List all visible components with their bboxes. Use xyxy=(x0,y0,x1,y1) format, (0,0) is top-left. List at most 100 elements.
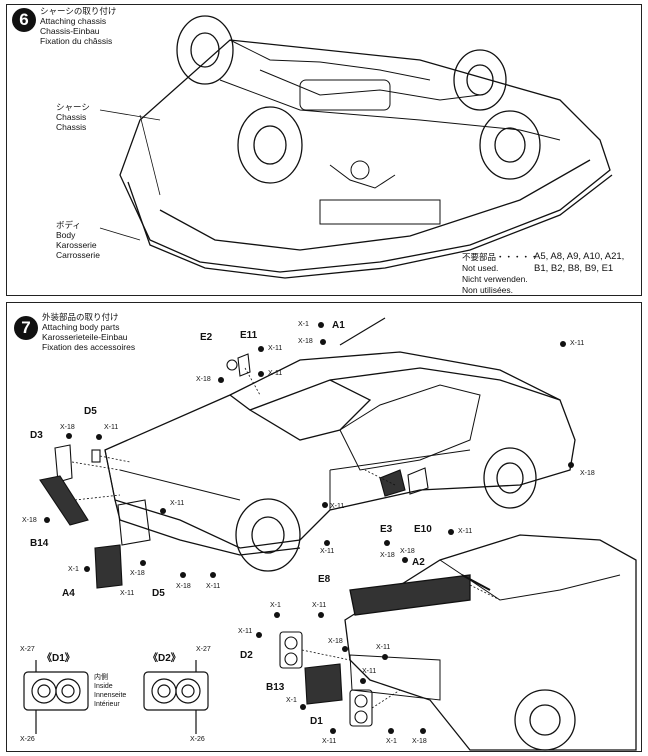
screw-label: X-18 xyxy=(412,738,427,745)
step6-title-de: Chassis-Einbau xyxy=(40,26,100,36)
screw-label: X-18 xyxy=(22,517,37,524)
screw-label: X-18 xyxy=(196,376,211,383)
body-label-fr: Carrosserie xyxy=(56,250,100,260)
part-label-e3: E3 xyxy=(380,524,393,535)
step7-title-fr: Fixation des accessoires xyxy=(42,342,136,352)
part-a4-plate xyxy=(94,544,123,589)
screw-dot xyxy=(402,557,408,563)
body-side-line xyxy=(159,159,591,251)
chassis-frame xyxy=(229,39,431,81)
inset-screw-x27: X-27 xyxy=(20,646,35,653)
not-used-en: Not used. xyxy=(462,263,499,273)
part-label-d2: D2 xyxy=(240,650,253,661)
screw-dot xyxy=(320,339,326,345)
rear-car-body xyxy=(344,534,637,751)
windshield xyxy=(249,379,372,441)
rear-bumper xyxy=(349,654,441,701)
body-label-jp: ボディ xyxy=(56,220,81,230)
screw-label: X-18 xyxy=(328,638,343,645)
screw-dot xyxy=(258,346,264,352)
screw-label: X-1 xyxy=(270,602,281,609)
step7-title-jp: 外装部品の取り付け xyxy=(42,312,119,322)
part-e3-flap xyxy=(379,469,406,497)
upside-down-car xyxy=(119,39,613,279)
screw-dot xyxy=(160,508,166,514)
screw-dot xyxy=(274,612,280,618)
part-label-d1: D1 xyxy=(310,716,323,727)
screw-label: X-18 xyxy=(60,424,75,431)
part-label-d5-bottom: D5 xyxy=(152,588,165,599)
screw-label: X-11 xyxy=(570,340,585,347)
screw-label: X-11 xyxy=(104,424,119,431)
part-label-b13: B13 xyxy=(266,682,285,693)
car-body-front xyxy=(104,351,576,549)
screw-dot xyxy=(218,377,224,383)
part-b14-bumper xyxy=(39,475,89,526)
inset-d1-label: 《D1》 xyxy=(42,653,75,664)
not-used-jp: 不要部品・・・・・ xyxy=(462,252,539,262)
inset-d2-light xyxy=(143,671,209,711)
inset-screw-x27: X-27 xyxy=(196,646,211,653)
screw-dot xyxy=(140,560,146,566)
rear-car xyxy=(344,534,637,751)
screw-dot xyxy=(258,371,264,377)
part-label-e2: E2 xyxy=(200,332,213,343)
step6-title-jp: シャーシの取り付け xyxy=(40,6,117,16)
step-6-number: 6 xyxy=(12,8,36,32)
step6-title-en: Attaching chassis xyxy=(40,16,107,26)
wheel-rear-right xyxy=(479,110,541,180)
wheels xyxy=(176,15,541,184)
part-label-d5-top: D5 xyxy=(84,406,97,417)
screw-dot xyxy=(382,654,388,660)
grille-line xyxy=(119,469,241,501)
car-body-outline xyxy=(119,39,611,273)
screw-label: X-18 xyxy=(580,470,595,477)
screw-dot xyxy=(342,646,348,652)
screw-label: X-18 xyxy=(176,583,191,590)
screw-label: X-11 xyxy=(362,668,377,675)
screw-label: X-11 xyxy=(206,583,221,590)
screw-dot xyxy=(44,517,50,523)
part-e10-flap xyxy=(407,467,429,495)
screw-dot xyxy=(324,540,330,546)
leader-lines-step6 xyxy=(99,109,161,241)
part-label-e8: E8 xyxy=(318,574,331,585)
screw-dot xyxy=(210,572,216,578)
inset-screw-x26: X-26 xyxy=(20,736,35,743)
part-b13-plate xyxy=(304,663,343,705)
screw-dot xyxy=(300,704,306,710)
screw-label: X-11 xyxy=(238,628,253,635)
not-used-parts-line1: A5, A8, A9, A10, A21, xyxy=(534,251,625,262)
screw-label: X-1 xyxy=(286,697,297,704)
screw-label: X-11 xyxy=(268,370,283,377)
part-label-a2: A2 xyxy=(412,557,425,568)
inset-d1-light xyxy=(23,671,89,711)
screw-dot xyxy=(322,502,328,508)
body-label-en: Body xyxy=(56,230,76,240)
step-7-number: 7 xyxy=(14,316,38,340)
screw-label: X-1 xyxy=(68,566,79,573)
inset-screw-x26: X-26 xyxy=(190,736,205,743)
rear-wheel xyxy=(514,689,576,751)
part-d3-headlight xyxy=(54,444,73,483)
inside-label-de: Innenseite xyxy=(94,692,127,699)
screw-dot xyxy=(180,572,186,578)
screw-dot xyxy=(568,462,574,468)
screw-label: X-11 xyxy=(320,548,335,555)
wiper-a2 xyxy=(461,574,491,591)
screw-label: X-11 xyxy=(376,644,391,651)
wheel-rear xyxy=(483,447,537,509)
part-label-a1: A1 xyxy=(332,320,345,331)
main-car-wheels xyxy=(235,447,537,572)
chassis-label-jp: シャーシ xyxy=(56,102,90,112)
chassis-rail xyxy=(219,79,561,141)
part-e2-mirror xyxy=(226,359,238,371)
screw-label: X-18 xyxy=(400,548,415,555)
screw-label: X-1 xyxy=(386,738,397,745)
inside-label-en: Inside xyxy=(94,683,113,690)
step7-title-de: Karosserieteile-Einbau xyxy=(42,332,128,342)
part-d5-light xyxy=(91,449,101,463)
not-used-de: Nicht verwenden. xyxy=(462,274,528,284)
